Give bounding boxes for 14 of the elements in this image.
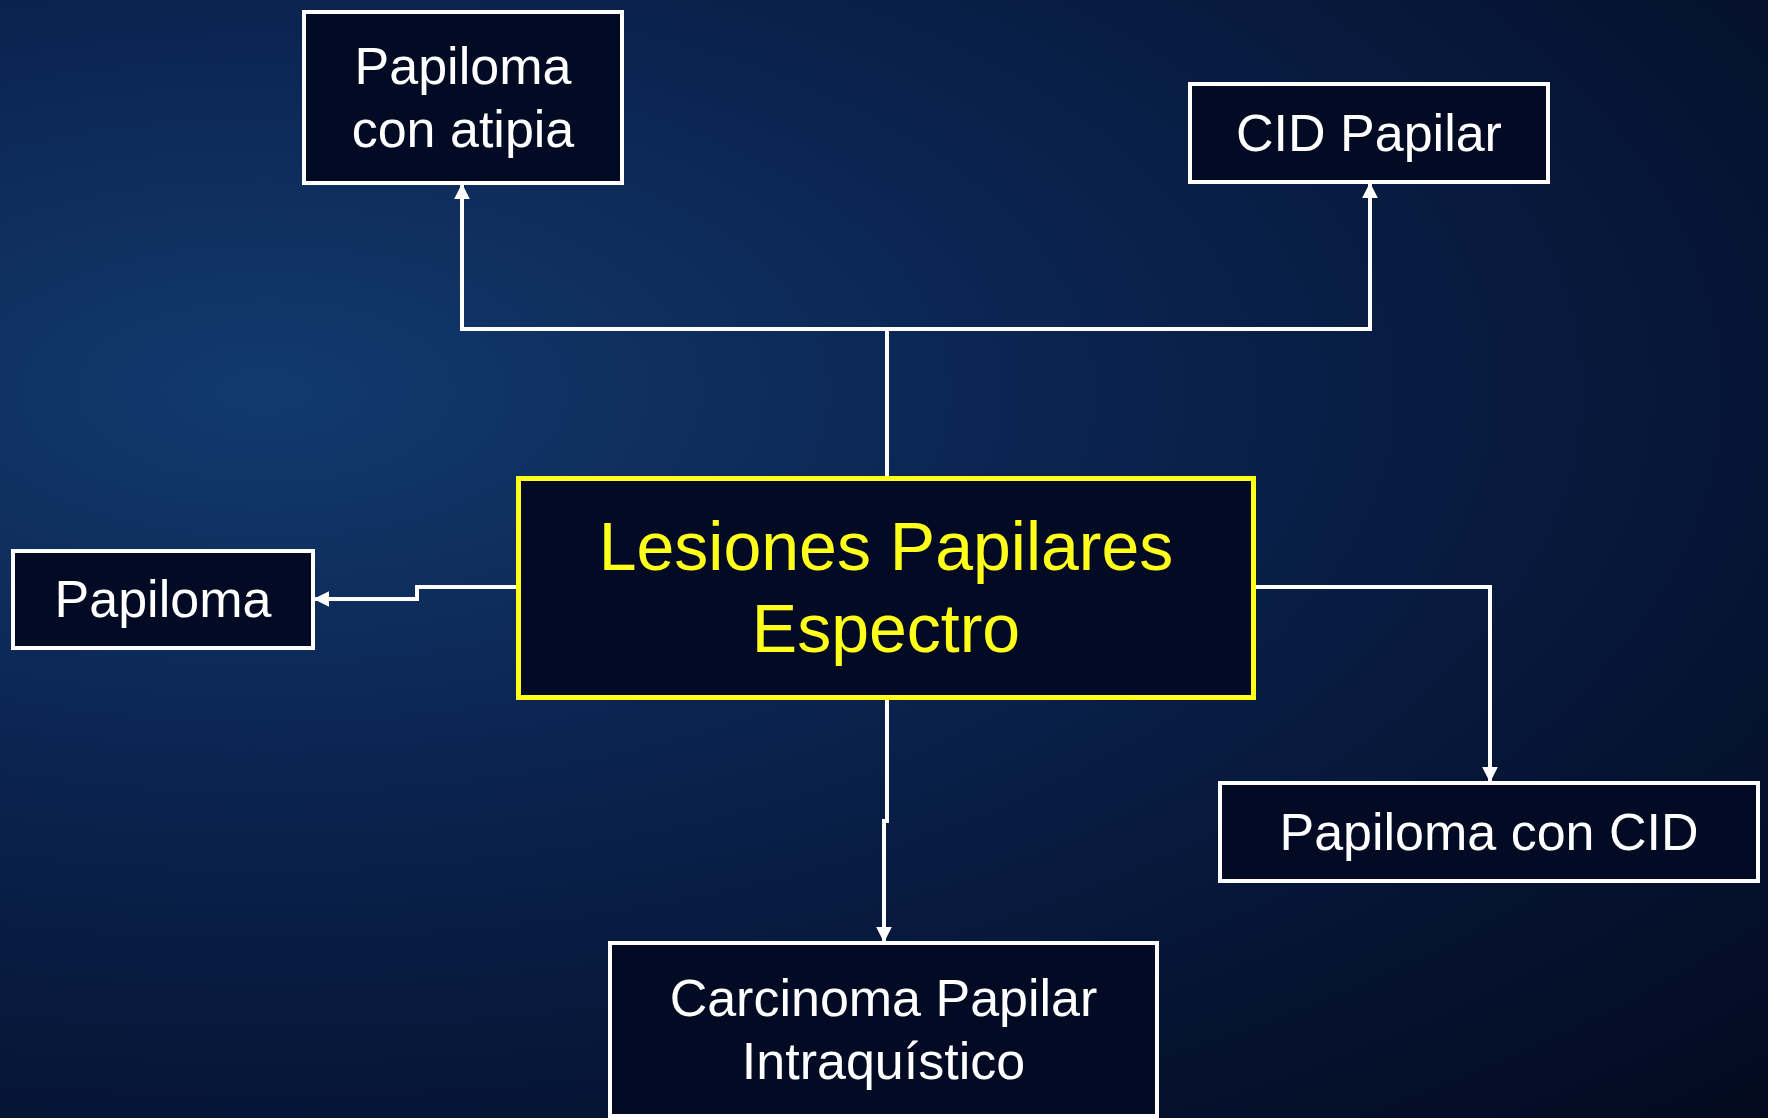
node-label: Papiloma con CID (1279, 801, 1699, 863)
process-box (1188, 82, 1550, 184)
process-box (302, 10, 624, 185)
node-label: Lesiones Papilares Espectro (597, 507, 1175, 668)
process-box (11, 549, 315, 650)
central-box (516, 476, 1256, 700)
connector-arrow (1256, 585, 1498, 783)
node-label: Papiloma con atipia (350, 36, 576, 160)
connector-arrow (876, 700, 892, 943)
node-label: CID Papilar (1236, 102, 1502, 164)
node-label: Carcinoma Papilar Intraquístico (668, 968, 1099, 1092)
node-label: Papiloma (54, 569, 272, 631)
process-box (1218, 781, 1760, 883)
process-box (608, 941, 1159, 1118)
